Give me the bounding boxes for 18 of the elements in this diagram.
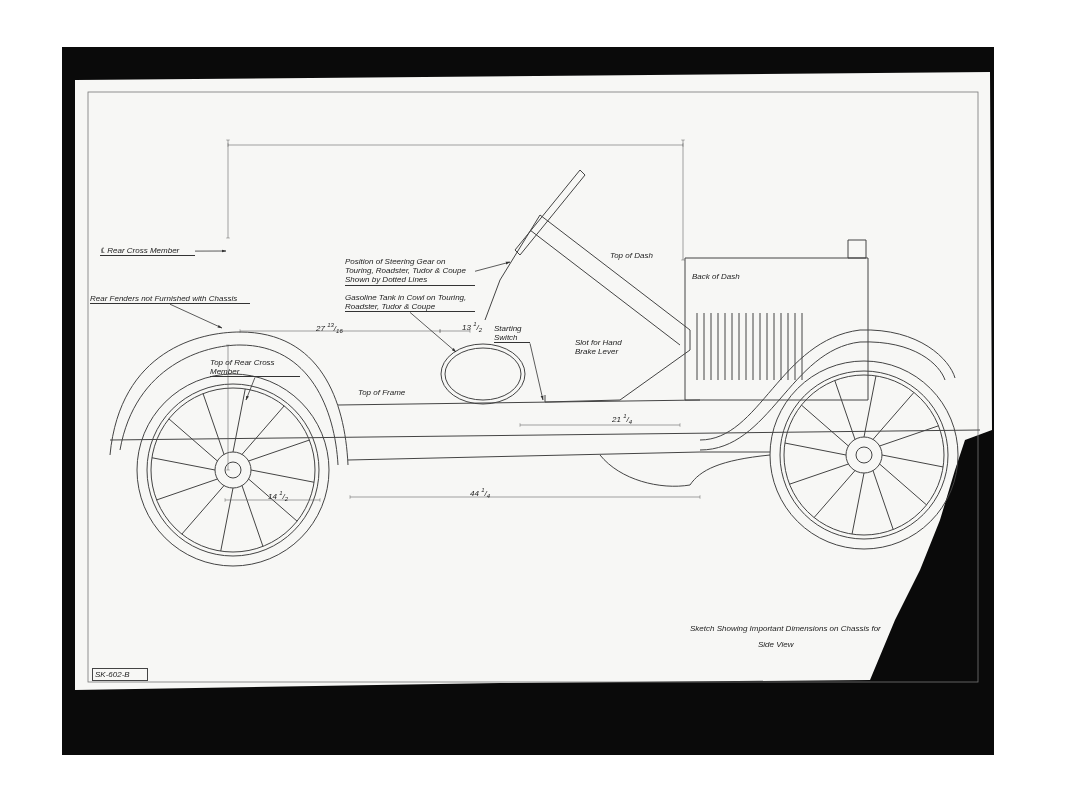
dimension-label: 13 $^{1}$/$_{2}$ <box>462 321 484 335</box>
drawing-subtitle: Side View <box>758 640 795 650</box>
drawing-number: SK-602-B <box>92 668 148 682</box>
dimension-label: 44 $^{1}$/$_{4}$ <box>470 487 492 501</box>
annotation-text: Top of Frame <box>358 388 407 398</box>
annotation-text: Position of Steering Gear on Touring, Roadster, Tudor & Coupe Shown by Dotted Lines <box>345 257 475 286</box>
drawing-title: Sketch Showing Important Dimensions on Chassis for <box>690 624 882 634</box>
dash-label: Top of Dash <box>610 251 654 261</box>
annotation-text: Rear Fenders not Furnished with Chassis <box>90 294 250 305</box>
annotation-text: Gasoline Tank in Cowl on Touring, Roadster, Tudor & Coupe <box>345 293 475 313</box>
dimension-label: 14 $^{1}$/$_{2}$ <box>268 490 290 504</box>
dash-label: Back of Dash <box>692 272 741 282</box>
annotation-text: Starting Switch <box>494 324 530 344</box>
dimension-label: 27 $^{13}$/$_{16}$ <box>316 322 344 336</box>
annotation-text: ℄ Rear Cross Member <box>100 246 195 257</box>
annotation-text: Slot for Hand Brake Lever <box>575 338 623 357</box>
annotation-text: Top of Rear Cross Member <box>210 358 300 378</box>
dimension-label: 21 $^{1}$/$_{4}$ <box>612 413 634 427</box>
